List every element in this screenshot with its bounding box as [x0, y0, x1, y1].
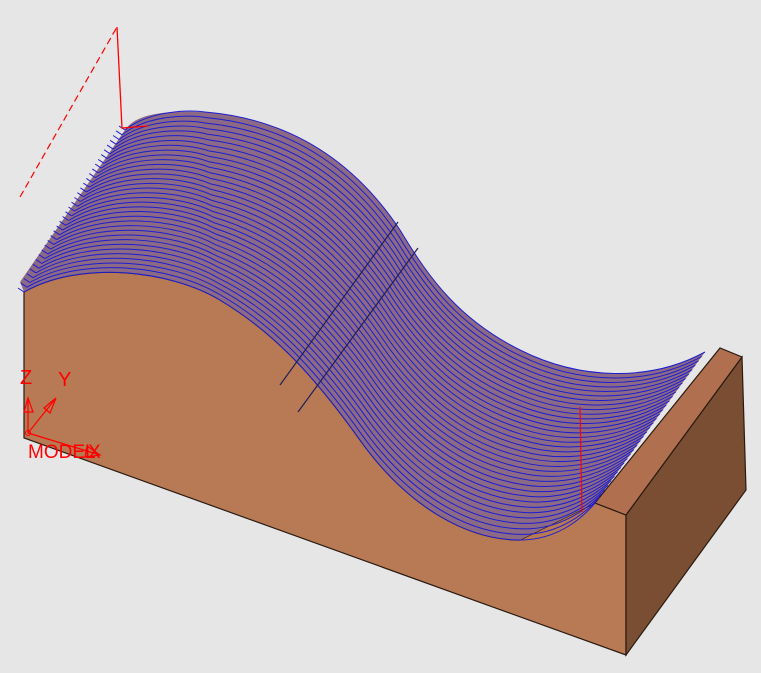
- rapid-move-retract: [579, 406, 583, 513]
- toolpath-pass: [77, 187, 654, 448]
- toolpath-link: [50, 235, 57, 241]
- toolpath-pass: [38, 248, 612, 514]
- toolpath-link: [109, 139, 117, 145]
- rapid-move-plunge: [116, 26, 149, 129]
- toolpath-link: [29, 268, 37, 274]
- toolpath-link: [44, 244, 51, 250]
- toolpath-pass: [124, 110, 706, 374]
- toolpath-pass: [106, 140, 686, 401]
- toolpath-pass: [29, 262, 602, 530]
- toolpath-pass: [23, 271, 596, 541]
- toolpath-link: [86, 177, 93, 183]
- stock-top-ledge: [594, 347, 743, 516]
- x-axis-label: X: [88, 442, 101, 463]
- toolpath-link: [92, 168, 99, 174]
- toolpath-link: [35, 258, 43, 264]
- toolpath-pass: [83, 178, 660, 438]
- axis-triad: Z Y X MODEL: [20, 367, 102, 463]
- toolpath-link: [97, 158, 105, 164]
- toolpath-link: [68, 206, 75, 212]
- toolpath-link: [56, 225, 63, 231]
- toolpath-link: [65, 211, 72, 217]
- toolpath-pass: [74, 192, 651, 453]
- toolpath-link: [26, 273, 34, 279]
- toolpath-link: [47, 239, 54, 245]
- toolpath-link: [53, 230, 60, 236]
- toolpath-link: [32, 263, 40, 269]
- toolpath-link: [89, 173, 96, 179]
- toolpath-link: [41, 249, 49, 255]
- toolpath-pass: [32, 257, 606, 524]
- toolpath-link: [100, 154, 108, 160]
- toolpath-pass: [121, 115, 703, 379]
- toolpath-pass: [71, 197, 648, 458]
- toolpath-link: [59, 220, 66, 226]
- toolpath-link: [80, 187, 87, 193]
- toolpath-link: [83, 182, 90, 188]
- toolpath-link: [115, 130, 123, 136]
- toolpath-link: [62, 216, 69, 221]
- toolpath-pass: [44, 239, 618, 503]
- toolpath-pass: [118, 120, 699, 383]
- toolpath-pass: [80, 182, 657, 443]
- toolpath-pass: [65, 206, 641, 467]
- toolpath-pass: [86, 173, 664, 434]
- toolpath-pass: [112, 130, 693, 392]
- toolpath-link: [38, 254, 46, 260]
- toolpath-passes: [17, 110, 706, 541]
- y-axis-label: Y: [58, 369, 71, 391]
- toolpath-link: [71, 201, 78, 207]
- toolpath-link: [77, 192, 84, 198]
- toolpath-pass: [50, 229, 625, 493]
- toolpath-pass: [95, 159, 673, 420]
- workplane-label: MODEL: [28, 442, 96, 463]
- toolpath-link: [103, 149, 111, 155]
- toolpath-link: [23, 278, 31, 283]
- toolpath-link: [94, 163, 102, 169]
- z-axis-arrow: [23, 396, 34, 433]
- toolpath-pass: [100, 149, 680, 411]
- toolpath-pass: [68, 201, 644, 462]
- toolpath-pass: [56, 220, 631, 482]
- x-axis-arrow: [27, 432, 102, 458]
- toolpath-link: [74, 197, 81, 202]
- toolpath-pass: [53, 225, 628, 487]
- toolpath-crossline: [297, 247, 419, 413]
- toolpath-link: [17, 287, 25, 293]
- toolpath-pass: [103, 144, 683, 406]
- toolpath-pass: [89, 168, 667, 429]
- toolpath-pass: [109, 135, 690, 397]
- z-axis-label: Z: [20, 367, 32, 389]
- toolpath-pass: [35, 253, 609, 519]
- toolpath-pass: [41, 243, 615, 508]
- toolpath-pass: [62, 211, 638, 472]
- toolpath-link: [106, 144, 114, 150]
- y-axis-arrow: [27, 397, 57, 434]
- toolpath-pass: [47, 234, 622, 498]
- toolpath-link: [112, 135, 120, 140]
- toolpath-link: [20, 282, 28, 288]
- toolpath-crossline: [279, 221, 399, 386]
- toolpath-pass: [98, 154, 677, 415]
- toolpath-pass: [92, 163, 670, 424]
- toolpath-pass: [59, 215, 635, 477]
- toolpath-pass: [26, 267, 599, 535]
- toolpath-pass: [115, 125, 696, 388]
